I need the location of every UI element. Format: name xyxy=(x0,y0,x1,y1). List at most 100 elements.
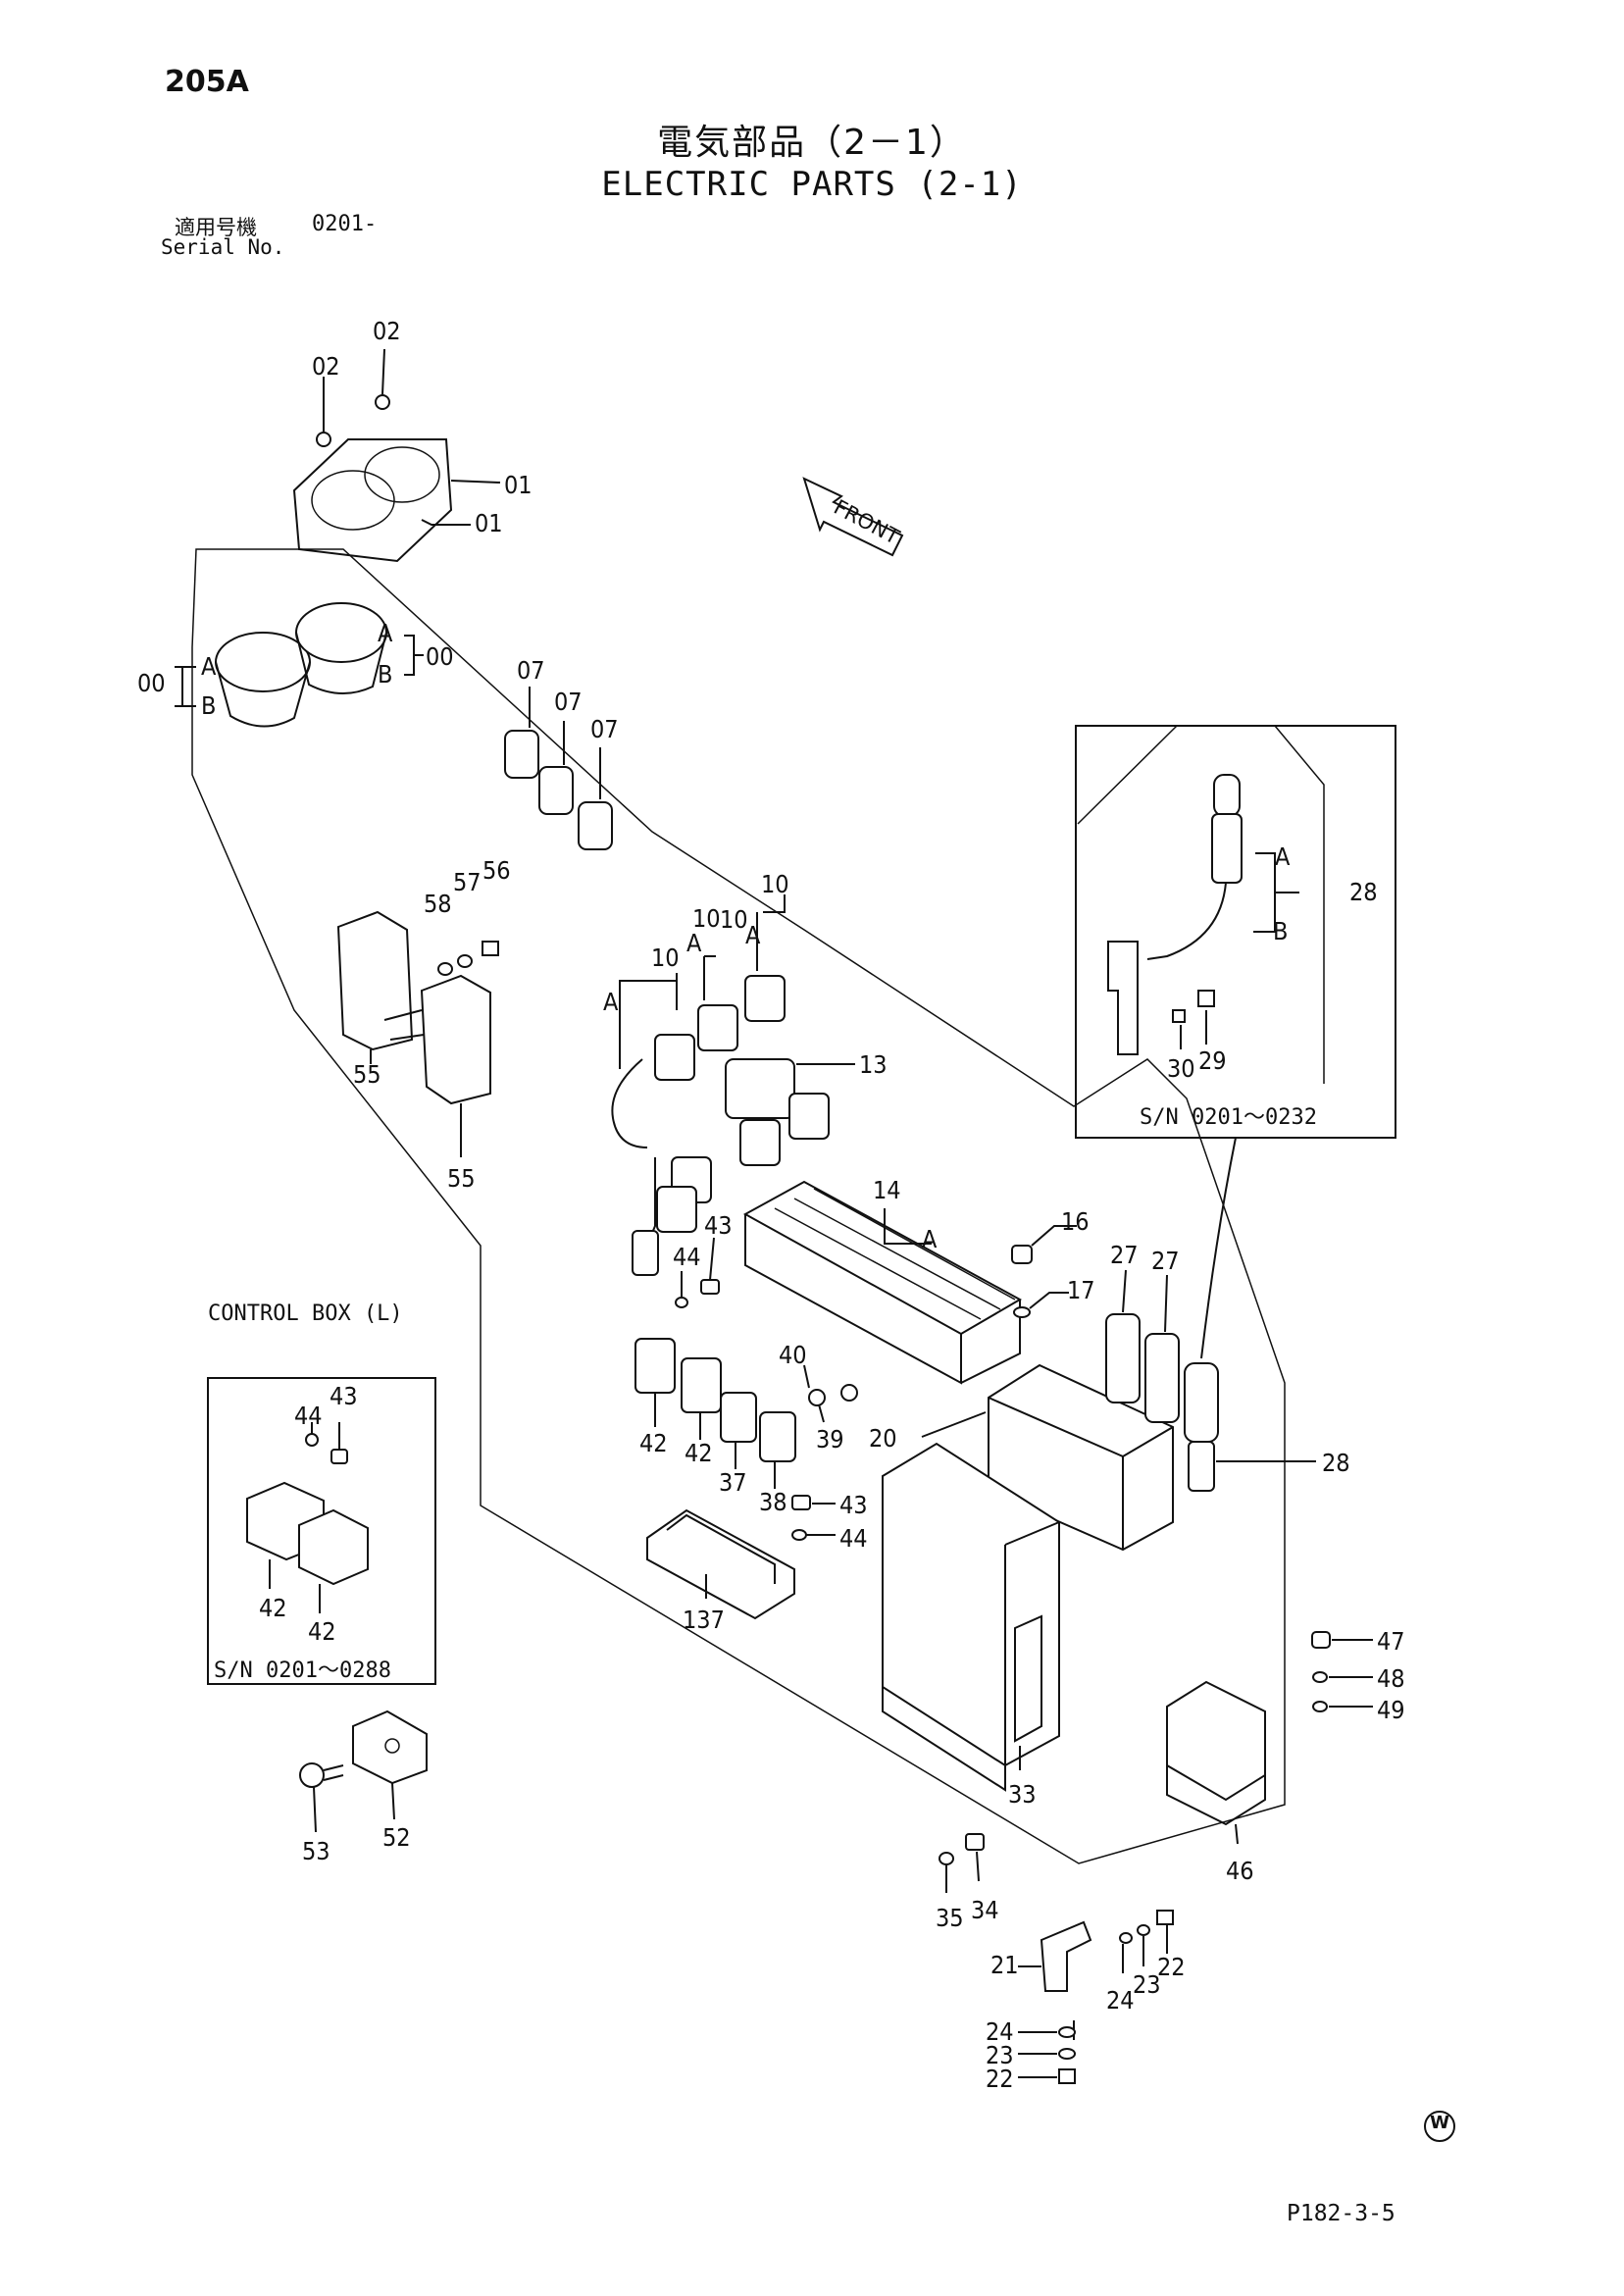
label-48: 48 xyxy=(1377,1664,1405,1693)
label-44: 44 xyxy=(839,1524,868,1553)
inset-right xyxy=(1075,725,1396,1139)
w-mark: W xyxy=(1424,2111,1455,2142)
label-53: 53 xyxy=(302,1837,330,1865)
label-42: 42 xyxy=(308,1617,336,1646)
control-unit-20 xyxy=(988,1363,1174,1552)
label-42: 42 xyxy=(639,1429,668,1457)
label-07: 07 xyxy=(554,688,583,716)
label-28: 28 xyxy=(1349,878,1378,906)
label-40: 40 xyxy=(779,1341,807,1369)
label-42: 42 xyxy=(259,1594,287,1622)
label-22: 22 xyxy=(986,2065,1014,2093)
inset-left-title: CONTROL BOX (L) xyxy=(208,1301,403,1326)
title-japanese: 電気部品（2－1） xyxy=(657,123,967,163)
page-id: 205A xyxy=(165,65,249,99)
inset-right-serial: S/N 0201～0232 xyxy=(1140,1105,1317,1130)
label-37: 37 xyxy=(719,1468,747,1497)
bracket-21 xyxy=(1040,1920,1092,1992)
meter-cover-plate xyxy=(292,438,501,563)
relay-46 xyxy=(1166,1680,1266,1826)
label-27: 27 xyxy=(1110,1241,1139,1269)
label-35: 35 xyxy=(936,1904,964,1932)
label-A: A xyxy=(378,619,393,647)
label-10: 10 xyxy=(651,944,680,972)
screw-icon xyxy=(1011,1245,1033,1318)
screw-icon xyxy=(299,1762,344,1788)
label-49: 49 xyxy=(1377,1696,1405,1724)
page-reference: P182-3-5 xyxy=(1287,2201,1396,2226)
label-43: 43 xyxy=(330,1382,358,1410)
label-22: 22 xyxy=(1157,1953,1186,1981)
label-44: 44 xyxy=(673,1243,701,1271)
label-28: 28 xyxy=(1322,1449,1350,1477)
label-52: 52 xyxy=(382,1823,411,1852)
pilot-switch-icon xyxy=(1105,1313,1219,1492)
label-43: 43 xyxy=(839,1491,868,1519)
label-A: A xyxy=(603,988,619,1016)
label-01: 01 xyxy=(504,471,533,499)
label-24: 24 xyxy=(1106,1986,1135,2015)
gauge-icon xyxy=(215,602,387,728)
clamp-52 xyxy=(352,1709,428,1785)
title-english: ELECTRIC PARTS (2-1) xyxy=(601,165,1023,204)
screw-icon xyxy=(675,1279,720,1308)
label-39: 39 xyxy=(816,1425,844,1454)
label-23: 23 xyxy=(1133,1970,1161,1999)
label-A: A xyxy=(1275,842,1291,871)
label-55: 55 xyxy=(447,1164,476,1193)
label-B: B xyxy=(201,691,216,720)
label-10: 10 xyxy=(761,870,789,898)
label-10: 10 xyxy=(720,905,748,934)
label-14: 14 xyxy=(873,1176,901,1204)
label-34: 34 xyxy=(971,1896,999,1924)
label-33: 33 xyxy=(1008,1780,1037,1809)
label-56: 56 xyxy=(482,856,511,885)
label-01: 01 xyxy=(475,509,503,537)
label-23: 23 xyxy=(986,2041,1014,2069)
washer-icon xyxy=(437,941,499,976)
screw-icon xyxy=(939,1833,985,1865)
label-A: A xyxy=(686,929,702,957)
serial-label-japanese: 適用号機 xyxy=(175,216,257,239)
label-A: A xyxy=(201,652,217,681)
label-38: 38 xyxy=(759,1488,787,1516)
label-46: 46 xyxy=(1226,1857,1254,1885)
label-B: B xyxy=(378,660,392,689)
label-00: 00 xyxy=(426,642,454,671)
screw-icon xyxy=(791,1495,811,1541)
front-arrow-icon: FRONT xyxy=(802,477,904,557)
inset-left xyxy=(207,1377,436,1685)
label-44: 44 xyxy=(294,1402,323,1430)
label-24: 24 xyxy=(986,2017,1014,2046)
screw-icon xyxy=(1311,1631,1331,1712)
inset-left-serial: S/N 0201～0288 xyxy=(214,1658,391,1683)
label-42: 42 xyxy=(685,1439,713,1467)
label-10: 10 xyxy=(692,904,721,933)
label-27: 27 xyxy=(1151,1247,1180,1275)
label-55: 55 xyxy=(353,1060,381,1089)
label-02: 02 xyxy=(312,352,340,381)
label-47: 47 xyxy=(1377,1627,1405,1656)
label-137: 137 xyxy=(683,1606,725,1634)
label-30: 30 xyxy=(1167,1054,1195,1083)
label-21: 21 xyxy=(990,1951,1019,1979)
switch-icon xyxy=(611,975,830,1276)
label-07: 07 xyxy=(517,656,545,685)
label-20: 20 xyxy=(869,1424,897,1453)
indicator-lamp-icon xyxy=(504,687,613,850)
label-00: 00 xyxy=(137,669,166,697)
cover-137 xyxy=(646,1508,795,1620)
label-29: 29 xyxy=(1198,1046,1227,1075)
label-43: 43 xyxy=(704,1211,733,1240)
label-07: 07 xyxy=(590,715,619,743)
label-58: 58 xyxy=(424,890,452,918)
relay-icon xyxy=(634,1338,858,1462)
label-17: 17 xyxy=(1067,1276,1095,1304)
serial-value: 0201- xyxy=(312,212,378,236)
label-B: B xyxy=(1273,917,1288,945)
cover-icon xyxy=(336,910,491,1105)
label-02: 02 xyxy=(373,317,401,345)
label-16: 16 xyxy=(1061,1207,1090,1236)
screw-icon xyxy=(316,348,390,447)
